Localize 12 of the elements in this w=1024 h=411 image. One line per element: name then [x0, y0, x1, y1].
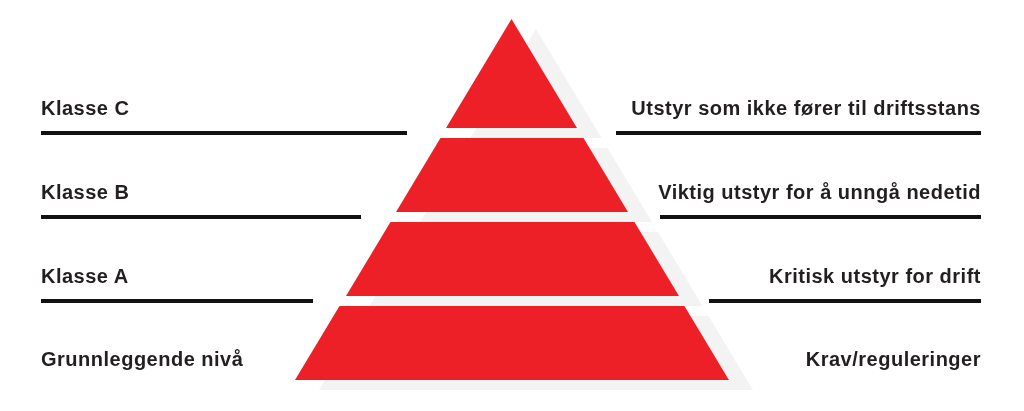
level-description: Krav/reguleringer	[805, 347, 981, 371]
pyramid-tier	[446, 19, 578, 128]
level-description: Viktig utstyr for å unngå nedetid	[658, 180, 981, 204]
level-label: Klasse C	[41, 96, 130, 120]
level-label: Klasse A	[41, 264, 129, 288]
pyramid-tier	[396, 138, 628, 212]
level-label: Grunnleggende nivå	[41, 347, 244, 371]
level-description: Kritisk utstyr for drift	[768, 264, 981, 288]
pyramid-tier	[345, 222, 679, 296]
level-description: Utstyr som ikke fører til driftsstans	[631, 96, 981, 120]
level-label: Klasse B	[41, 180, 130, 204]
pyramid-tier	[295, 306, 729, 380]
